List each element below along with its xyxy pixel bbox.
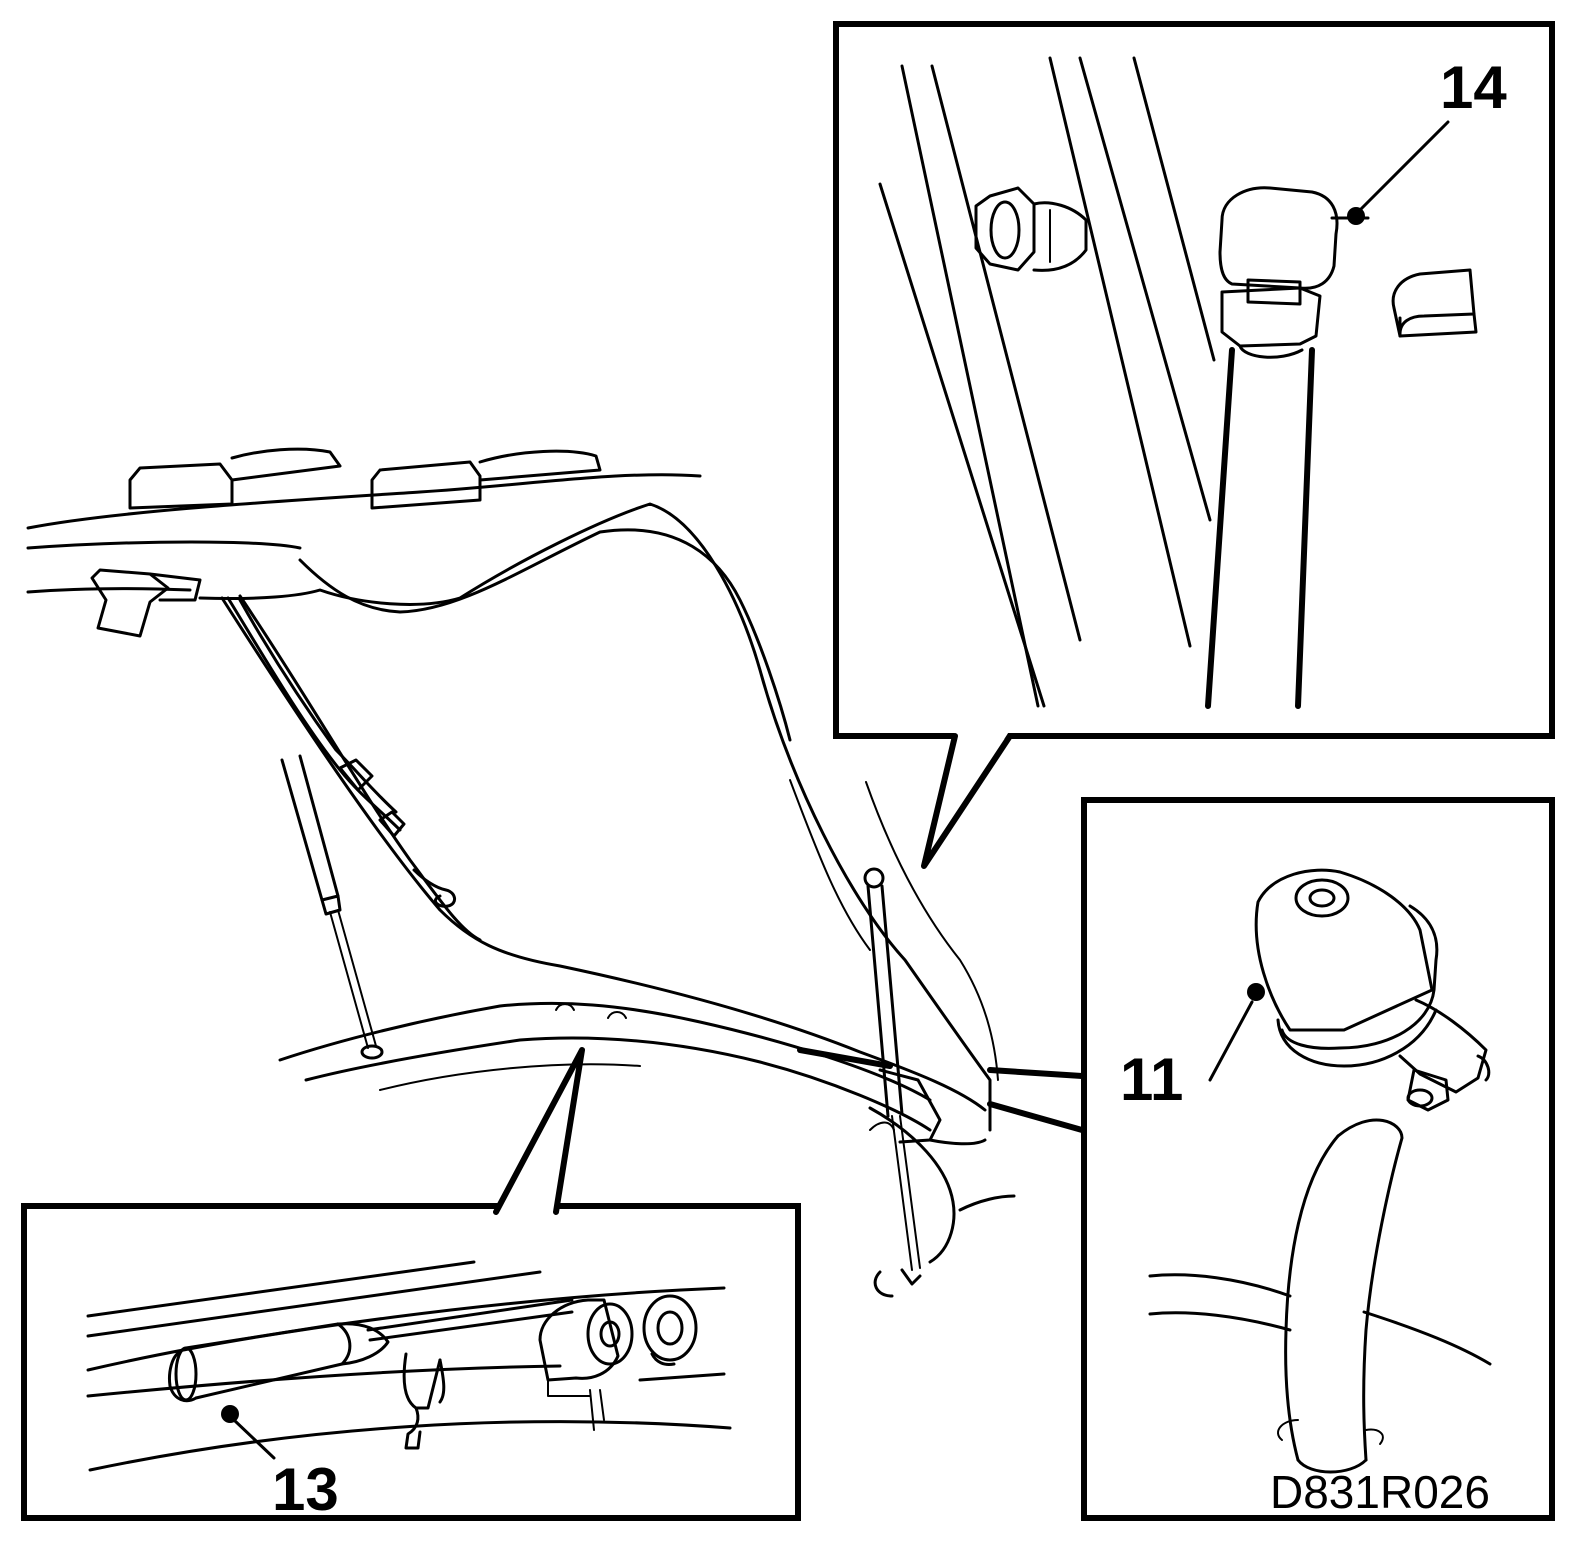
figure-reference: D831R026: [1270, 1466, 1490, 1518]
callout-11: 11: [1120, 1046, 1183, 1113]
inset-hinge-pin: 13: [21, 1047, 801, 1523]
main-tailgate-view: [26, 447, 1016, 1298]
callout-13: 13: [272, 1456, 339, 1523]
inset-washer-nozzle: 11 D831R026: [987, 797, 1555, 1521]
callout-14: 14: [1440, 54, 1507, 121]
inset-strut-ball-joint: 14: [833, 21, 1555, 869]
